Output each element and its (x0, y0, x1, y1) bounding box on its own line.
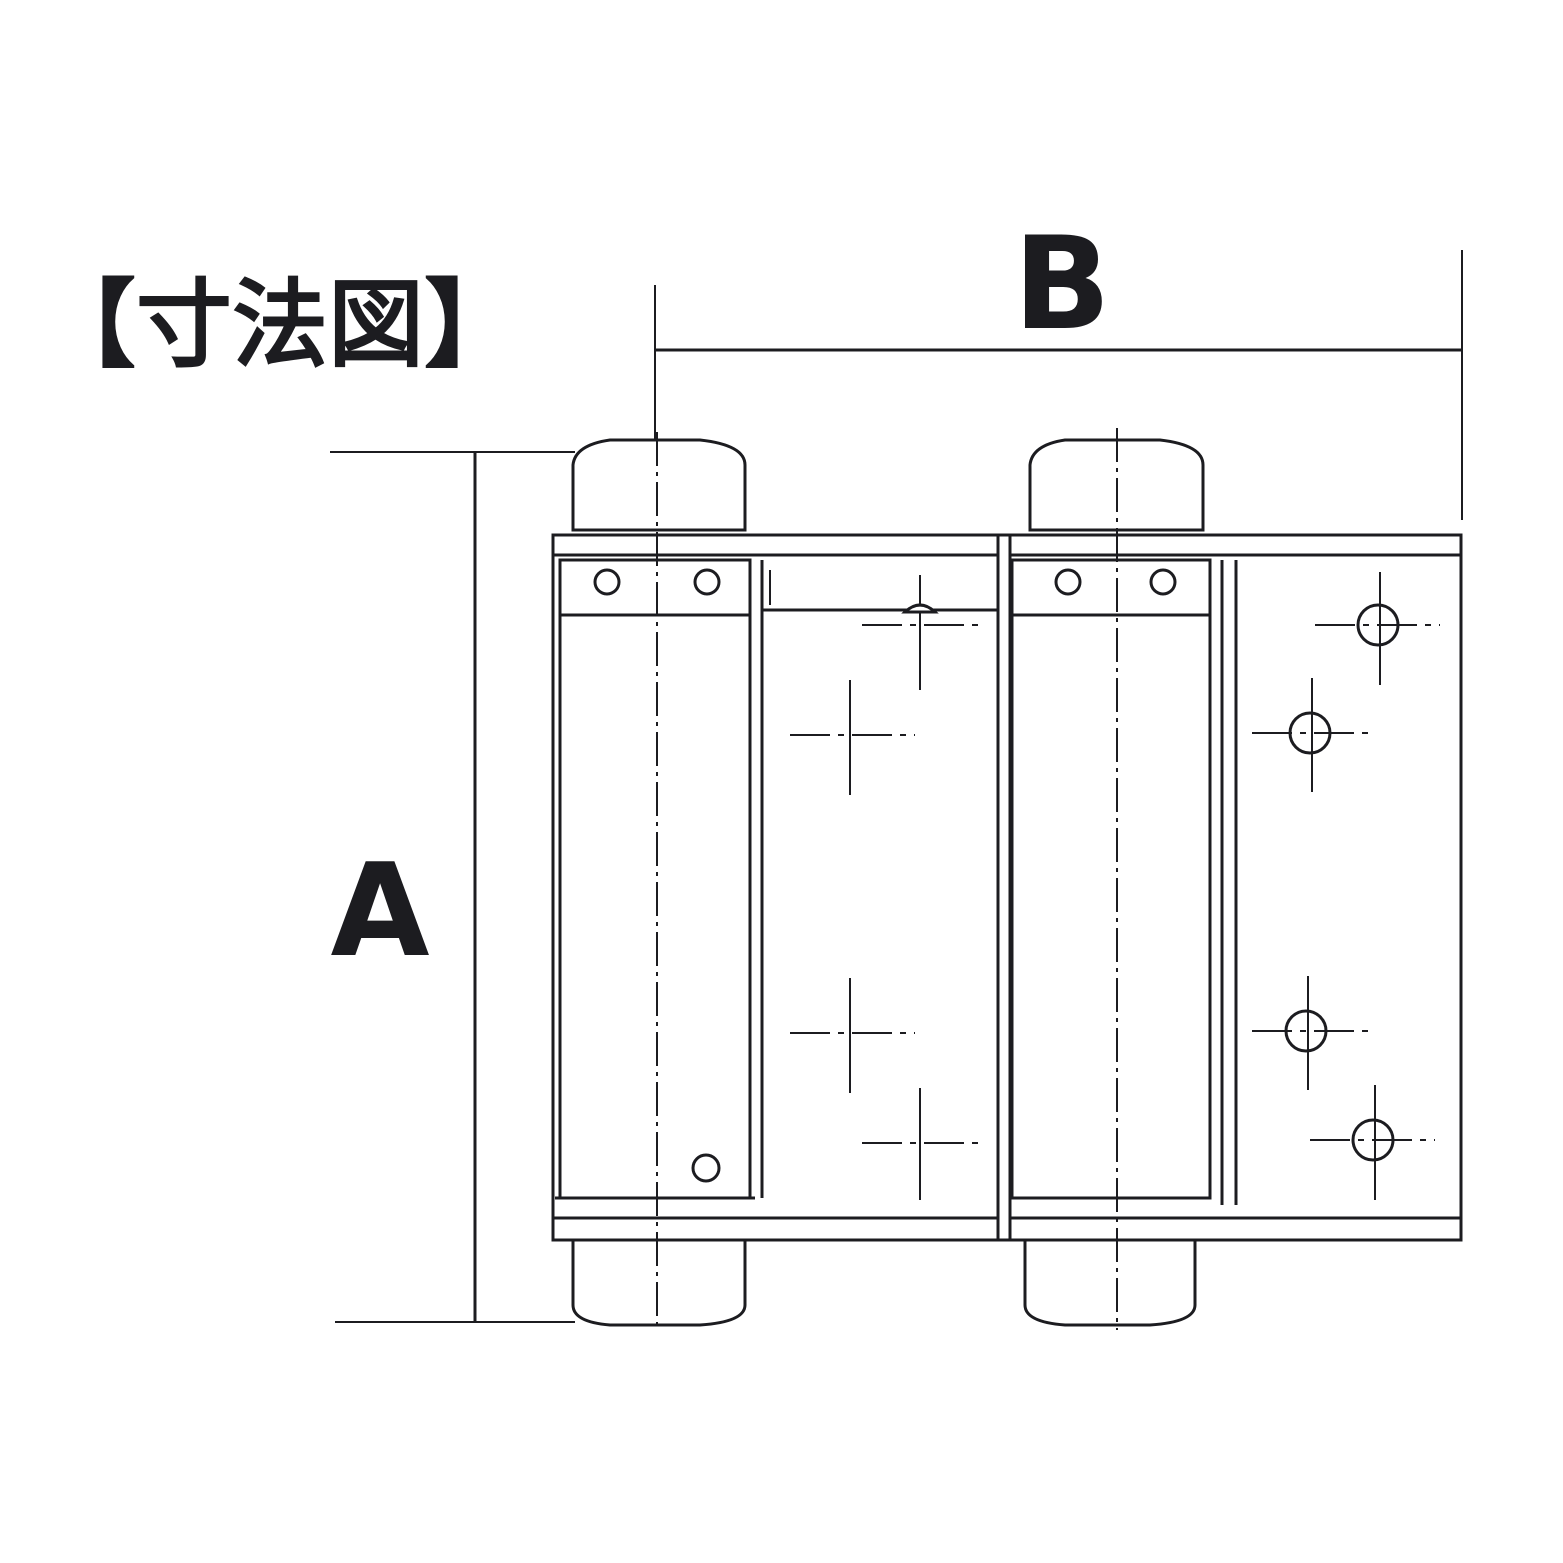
adjust-hole (691, 1153, 721, 1183)
right-barrel (1010, 558, 1212, 1200)
right-collar-hole-1 (1054, 568, 1082, 596)
right-leaf-screw-hole-4 (1310, 1085, 1435, 1200)
hinge-body (551, 428, 1463, 1330)
right-collar-hole-2 (1149, 568, 1177, 596)
left-barrel (558, 558, 752, 1200)
right-leaf-screw-hole-3 (1252, 976, 1375, 1090)
left-leaf-hole-center-1 (862, 575, 980, 690)
right-knuckle-bottom-cap (1023, 1238, 1197, 1327)
left-collar-hole-1 (593, 568, 621, 596)
dim-a-label: A (330, 837, 429, 986)
dimension-a: A (330, 451, 575, 1323)
left-collar-hole-2 (693, 568, 721, 596)
left-knuckle-top-cap (571, 438, 747, 532)
drawing-title: 【寸法図】 (40, 269, 520, 381)
hinge-outline (551, 533, 1463, 1242)
dim-b-label: B (1013, 210, 1111, 359)
dimension-b: B (654, 210, 1463, 520)
right-leaf-screw-hole-2 (1252, 678, 1375, 792)
left-leaf-hole-center-4 (862, 1088, 980, 1200)
left-knuckle-bottom-cap (571, 1238, 747, 1327)
right-leaf-screw-hole-1 (1315, 572, 1440, 685)
left-leaf-hole-center-3 (790, 978, 915, 1093)
left-leaf-hole-center-2 (790, 680, 915, 795)
